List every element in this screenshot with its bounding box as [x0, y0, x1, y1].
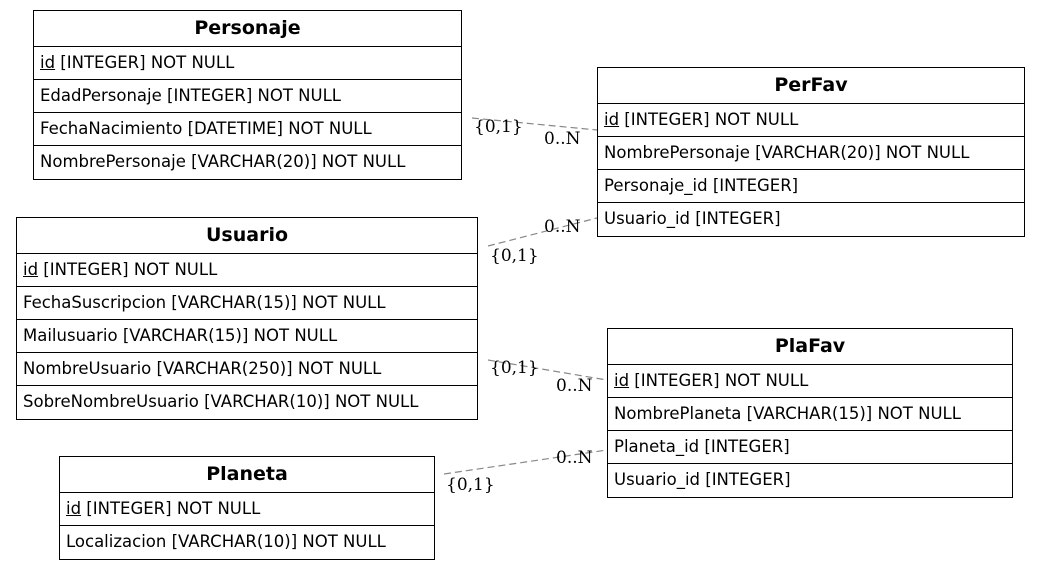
entity-title: PlaFav	[608, 329, 1012, 365]
entity-title: Usuario	[17, 218, 477, 254]
entity-title: Personaje	[34, 11, 461, 47]
field-row: Usuario_id [INTEGER]	[598, 203, 1024, 236]
cardinality-from: {0,1}	[474, 117, 523, 137]
field-row: NombrePlaneta [VARCHAR(15)] NOT NULL	[608, 398, 1012, 431]
cardinality-to: 0..N	[556, 448, 593, 468]
field-def: Usuario_id [INTEGER]	[604, 209, 781, 228]
cardinality-from: {0,1}	[490, 246, 539, 266]
relation-planeta-plafav: {0,1} 0..N	[443, 448, 608, 495]
entity-plafav[interactable]: PlaFav id [INTEGER] NOT NULL NombrePlane…	[607, 328, 1013, 498]
pk-name: id	[66, 499, 82, 518]
pk-name: id	[604, 110, 620, 129]
field-def: [INTEGER] NOT NULL	[629, 371, 809, 390]
field-def: [INTEGER] NOT NULL	[619, 110, 799, 129]
relation-usuario-plafav: {0,1} 0..N	[487, 358, 608, 396]
field-def: Localizacion [VARCHAR(10)] NOT NULL	[66, 532, 386, 551]
field-row: SobreNombreUsuario [VARCHAR(10)] NOT NUL…	[17, 386, 477, 419]
field-def: [INTEGER] NOT NULL	[38, 260, 218, 279]
entity-planeta[interactable]: Planeta id [INTEGER] NOT NULL Localizaci…	[59, 456, 435, 560]
field-row: Localizacion [VARCHAR(10)] NOT NULL	[60, 526, 434, 559]
field-def: Planeta_id [INTEGER]	[614, 437, 790, 456]
field-def: [INTEGER] NOT NULL	[55, 53, 235, 72]
relation-usuario-perfav: {0,1} 0..N	[487, 217, 598, 266]
field-row: id [INTEGER] NOT NULL	[608, 365, 1012, 398]
field-def: EdadPersonaje [INTEGER] NOT NULL	[40, 86, 341, 105]
pk-name: id	[614, 371, 630, 390]
entity-title: PerFav	[598, 68, 1024, 104]
cardinality-to: 0..N	[544, 129, 581, 149]
field-row: Personaje_id [INTEGER]	[598, 170, 1024, 203]
relation-personaje-perfav: {0,1} 0..N	[471, 117, 598, 149]
field-row: NombrePersonaje [VARCHAR(20)] NOT NULL	[34, 146, 461, 179]
cardinality-from: {0,1}	[490, 358, 539, 378]
field-row: id [INTEGER] NOT NULL	[34, 47, 461, 80]
cardinality-to: 0..N	[556, 376, 593, 396]
field-row: Planeta_id [INTEGER]	[608, 431, 1012, 464]
field-row: id [INTEGER] NOT NULL	[598, 104, 1024, 137]
field-def: Usuario_id [INTEGER]	[614, 470, 791, 489]
field-row: Usuario_id [INTEGER]	[608, 464, 1012, 497]
field-def: NombreUsuario [VARCHAR(250)] NOT NULL	[23, 359, 382, 378]
pk-name: id	[23, 260, 39, 279]
field-row: NombrePersonaje [VARCHAR(20)] NOT NULL	[598, 137, 1024, 170]
field-row: id [INTEGER] NOT NULL	[17, 254, 477, 287]
pk-name: id	[40, 53, 56, 72]
field-row: FechaSuscripcion [VARCHAR(15)] NOT NULL	[17, 287, 477, 320]
cardinality-from: {0,1}	[446, 475, 495, 495]
field-def: Mailusuario [VARCHAR(15)] NOT NULL	[23, 326, 338, 345]
field-row: EdadPersonaje [INTEGER] NOT NULL	[34, 80, 461, 113]
field-row: id [INTEGER] NOT NULL	[60, 493, 434, 526]
field-def: NombrePersonaje [VARCHAR(20)] NOT NULL	[40, 152, 406, 171]
field-row: Mailusuario [VARCHAR(15)] NOT NULL	[17, 320, 477, 353]
field-row: NombreUsuario [VARCHAR(250)] NOT NULL	[17, 353, 477, 386]
field-def: Personaje_id [INTEGER]	[604, 176, 799, 195]
entity-perfav[interactable]: PerFav id [INTEGER] NOT NULL NombrePerso…	[597, 67, 1025, 237]
field-def: FechaNacimiento [DATETIME] NOT NULL	[40, 119, 372, 138]
field-row: FechaNacimiento [DATETIME] NOT NULL	[34, 113, 461, 146]
entity-title: Planeta	[60, 457, 434, 493]
field-def: NombrePersonaje [VARCHAR(20)] NOT NULL	[604, 143, 970, 162]
field-def: FechaSuscripcion [VARCHAR(15)] NOT NULL	[23, 293, 386, 312]
entity-usuario[interactable]: Usuario id [INTEGER] NOT NULL FechaSuscr…	[16, 217, 478, 420]
field-def: NombrePlaneta [VARCHAR(15)] NOT NULL	[614, 404, 961, 423]
cardinality-to: 0..N	[544, 217, 581, 237]
field-def: SobreNombreUsuario [VARCHAR(10)] NOT NUL…	[23, 392, 419, 411]
entity-personaje[interactable]: Personaje id [INTEGER] NOT NULL EdadPers…	[33, 10, 462, 180]
field-def: [INTEGER] NOT NULL	[81, 499, 261, 518]
